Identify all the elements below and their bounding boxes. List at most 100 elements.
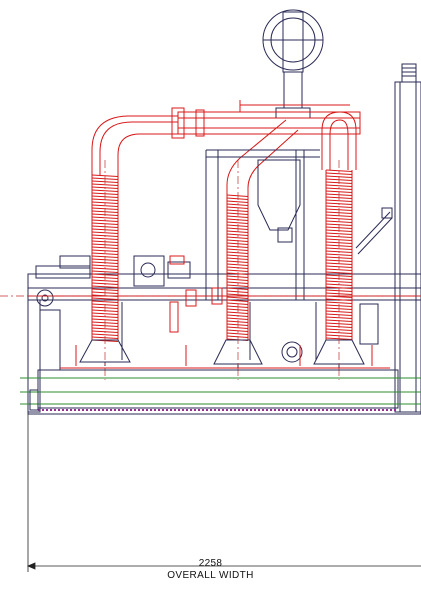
hose-coil-ring: [226, 299, 249, 302]
right-elbow: [321, 111, 357, 170]
hose-coil-ring: [325, 328, 353, 331]
machine-body: [27, 255, 421, 415]
hose-coil-ring: [226, 236, 249, 239]
hose-coil-ring: [226, 242, 249, 245]
fan-housing: [262, 9, 324, 119]
hose-coil-ring: [325, 238, 353, 241]
hose-coil-ring: [226, 317, 249, 320]
hose-coil-ring: [226, 287, 249, 290]
hose-coil-ring: [226, 209, 249, 212]
manifold-pipe: [171, 100, 361, 139]
hose-coil-ring: [226, 305, 249, 308]
hose-coil-ring: [325, 199, 353, 202]
centerlines: [0, 160, 421, 380]
hose-coil-ring: [226, 194, 249, 197]
hose-middle: [226, 194, 249, 341]
hose-coil-ring: [325, 184, 353, 187]
nozzles: [79, 339, 365, 368]
hose-coil-ring: [325, 169, 353, 172]
hose-coil-ring: [325, 286, 353, 289]
hose-coil-ring: [226, 263, 249, 266]
hose-coil-ring: [226, 248, 249, 251]
hose-coil-ring: [91, 279, 119, 282]
hose-coil-ring: [226, 272, 249, 275]
hose-coil-ring: [91, 312, 119, 315]
hose-coil-ring: [226, 206, 249, 209]
hose-coil-ring: [91, 318, 119, 321]
hose-coil-ring: [226, 260, 249, 263]
hose-coil-ring: [226, 281, 249, 284]
hose-coil-ring: [91, 174, 119, 177]
hose-coil-ring: [226, 275, 249, 278]
hose-coil-ring: [226, 251, 249, 254]
hose-coil-ring: [226, 290, 249, 293]
hose-coil-ring: [325, 205, 353, 208]
hose-coil-ring: [226, 284, 249, 287]
hose-coil-ring: [226, 227, 249, 230]
hose-coil-ring: [226, 332, 249, 335]
hose-coil-ring: [226, 311, 249, 314]
hose-coil-ring: [91, 201, 119, 204]
hose-coil-ring: [226, 326, 249, 329]
hose-coil-ring: [226, 203, 249, 206]
hose-coil-ring: [325, 265, 353, 268]
hose-coil-ring: [325, 301, 353, 304]
hose-coil-ring: [226, 293, 249, 296]
hose-coil-ring: [91, 237, 119, 240]
hose-coil-ring: [226, 323, 249, 326]
hose-coil-ring: [91, 270, 119, 273]
hose-coil-ring: [226, 254, 249, 257]
hose-coil-ring: [325, 316, 353, 319]
hose-coil-ring: [325, 217, 353, 220]
hose-coil-ring: [226, 197, 249, 200]
hose-coil-ring: [226, 320, 249, 323]
hose-coil-ring: [91, 264, 119, 267]
hose-coil-ring: [91, 297, 119, 300]
hose-coil-ring: [325, 172, 353, 175]
red-details: [28, 255, 421, 369]
base-rails: [20, 369, 421, 411]
overall-width-value: 2258: [198, 558, 223, 569]
hose-coil-ring: [91, 231, 119, 234]
overall-width-caption: OVERALL WIDTH: [167, 570, 254, 581]
hose-coil-ring: [325, 232, 353, 235]
hose-coil-ring: [325, 280, 353, 283]
hose-coil-ring: [91, 204, 119, 207]
hose-coil-ring: [226, 314, 249, 317]
hose-coil-ring: [226, 269, 249, 272]
hose-coil-ring: [226, 224, 249, 227]
cyclone-frame: [205, 149, 320, 300]
hose-coil-ring: [226, 308, 249, 311]
hose-coil-ring: [91, 189, 119, 192]
hose-coil-ring: [325, 190, 353, 193]
hose-coil-ring: [91, 327, 119, 330]
hose-coil-ring: [91, 285, 119, 288]
hose-coil-ring: [325, 313, 353, 316]
hose-coil-ring: [226, 278, 249, 281]
hose-coil-ring: [325, 253, 353, 256]
hose-coil-ring: [226, 239, 249, 242]
hose-coil-ring: [325, 334, 353, 337]
hose-coil-ring: [325, 247, 353, 250]
hose-coil-ring: [91, 216, 119, 219]
hose-coil-ring: [91, 183, 119, 186]
hose-coil-ring: [325, 220, 353, 223]
hose-coil-ring: [226, 335, 249, 338]
hose-coil-ring: [226, 233, 249, 236]
hose-coil-ring: [91, 249, 119, 252]
hose-coil-ring: [226, 302, 249, 305]
overall-width-dimension: [26, 414, 421, 572]
right-cylinder: [355, 63, 421, 413]
hose-coil-ring: [226, 215, 249, 218]
hose-coil-ring: [91, 222, 119, 225]
hose-coil-ring: [325, 268, 353, 271]
hose-coil-ring: [226, 230, 249, 233]
hose-coil-ring: [226, 221, 249, 224]
hose-coil-ring: [226, 329, 249, 332]
hose-coil-ring: [226, 200, 249, 203]
hose-coil-ring: [226, 212, 249, 215]
hose-coil-ring: [91, 333, 119, 336]
hose-coil-ring: [91, 252, 119, 255]
hose-coil-ring: [226, 296, 249, 299]
